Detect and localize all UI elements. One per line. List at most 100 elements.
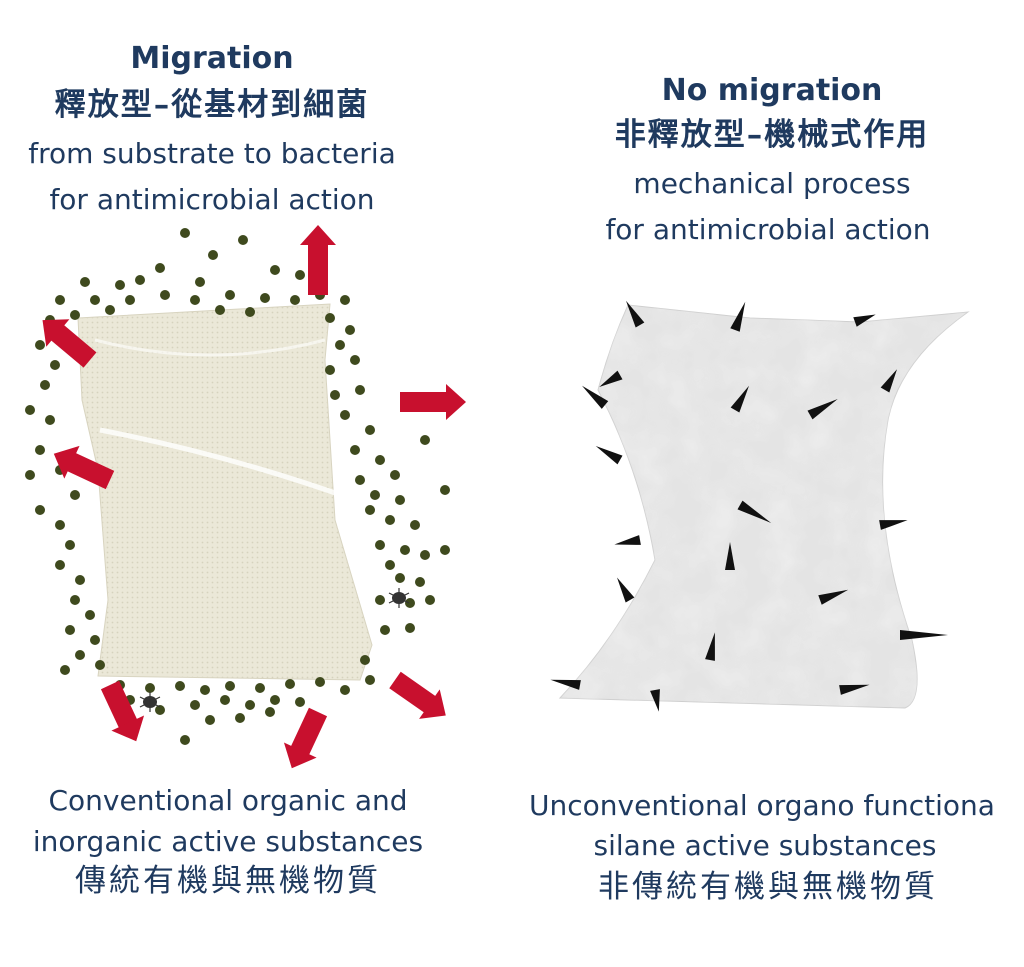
particle-dot xyxy=(295,697,305,707)
particle-dot xyxy=(238,235,248,245)
particle-dot xyxy=(360,655,370,665)
particle-dot xyxy=(60,665,70,675)
particle-dot xyxy=(195,277,205,287)
silane-spike xyxy=(595,446,623,465)
silane-spike xyxy=(839,684,870,695)
particle-dot xyxy=(215,305,225,315)
left-caption-line2: inorganic active substances xyxy=(32,825,424,858)
particle-dot xyxy=(235,713,245,723)
particle-dot xyxy=(355,475,365,485)
particle-dot xyxy=(155,263,165,273)
right-subtitle-line1: mechanical process xyxy=(633,167,911,200)
particle-dot xyxy=(95,660,105,670)
particle-dot xyxy=(365,425,375,435)
particle-dot xyxy=(285,679,295,689)
migration-arrow xyxy=(389,671,446,719)
particle-dot xyxy=(205,715,215,725)
particle-dot xyxy=(55,560,65,570)
particle-dot xyxy=(375,540,385,550)
particle-dot xyxy=(80,277,90,287)
particle-dot xyxy=(135,275,145,285)
silane-spike xyxy=(879,520,908,530)
particle-dot xyxy=(160,290,170,300)
particle-dot xyxy=(35,505,45,515)
particle-dot xyxy=(225,290,235,300)
particle-dot xyxy=(105,305,115,315)
particle-dot xyxy=(225,681,235,691)
right-caption-line2: silane active substances xyxy=(593,829,937,862)
particle-dot xyxy=(70,490,80,500)
particle-dot xyxy=(65,625,75,635)
particle-dot xyxy=(410,520,420,530)
particle-dot xyxy=(380,625,390,635)
particle-dot xyxy=(190,295,200,305)
particle-dot xyxy=(405,623,415,633)
right-caption-line1: Unconventional organo functiona xyxy=(529,789,995,822)
particle-dot xyxy=(70,595,80,605)
particle-dot xyxy=(155,705,165,715)
migration-arrow xyxy=(100,680,145,742)
particle-dot xyxy=(220,695,230,705)
particle-dot xyxy=(245,700,255,710)
silane-spike xyxy=(900,630,948,640)
particle-dot xyxy=(35,445,45,455)
silane-spike xyxy=(853,314,876,327)
left-caption-line1: Conventional organic and xyxy=(48,784,408,817)
particle-dot xyxy=(90,295,100,305)
particle-dot xyxy=(175,681,185,691)
left-fabric xyxy=(77,303,373,681)
particle-dot xyxy=(340,685,350,695)
particle-dot xyxy=(180,735,190,745)
particle-dot xyxy=(40,380,50,390)
particle-dot xyxy=(405,598,415,608)
right-fabric xyxy=(558,304,970,709)
left-subtitle-line2: for antimicrobial action xyxy=(49,183,375,216)
particle-dot xyxy=(50,360,60,370)
particle-dot xyxy=(145,683,155,693)
silane-spikes xyxy=(550,300,948,712)
particle-dot xyxy=(200,685,210,695)
particle-dot xyxy=(55,520,65,530)
particle-dot xyxy=(345,325,355,335)
silane-spike xyxy=(550,679,581,690)
particle-dot xyxy=(255,683,265,693)
particle-dot xyxy=(85,610,95,620)
particle-dot xyxy=(115,280,125,290)
particle-dot xyxy=(385,515,395,525)
particle-dot xyxy=(355,385,365,395)
particle-dot xyxy=(425,595,435,605)
particle-dot xyxy=(180,228,190,238)
migration-arrow xyxy=(53,445,115,490)
particle-dot xyxy=(375,455,385,465)
particle-dot xyxy=(420,435,430,445)
migration-arrows xyxy=(42,225,466,769)
particle-dot xyxy=(265,707,275,717)
particle-dot xyxy=(75,650,85,660)
particle-dot xyxy=(260,293,270,303)
migration-arrow xyxy=(400,384,466,420)
left-title-zh: 釋放型–從基材到細菌 xyxy=(54,87,370,123)
particle-dot xyxy=(395,573,405,583)
particle-dot xyxy=(350,445,360,455)
particle-dot xyxy=(190,700,200,710)
silane-spike xyxy=(730,301,746,332)
silane-spike xyxy=(725,542,735,570)
particle-dot xyxy=(290,295,300,305)
particle-dot xyxy=(385,560,395,570)
silane-spike xyxy=(614,535,641,545)
left-caption-zh: 傳統有機與無機物質 xyxy=(75,863,381,899)
particle-dot xyxy=(245,307,255,317)
particle-dot xyxy=(350,355,360,365)
silane-spike xyxy=(582,385,609,409)
particle-dot xyxy=(390,470,400,480)
particle-dot xyxy=(295,270,305,280)
particle-dot xyxy=(440,485,450,495)
particle-dot xyxy=(25,405,35,415)
active-substance-particles xyxy=(25,228,450,745)
particle-dot xyxy=(90,635,100,645)
silane-spike xyxy=(599,370,623,387)
particle-dot xyxy=(125,295,135,305)
right-caption-zh: 非傳統有機與無機物質 xyxy=(598,869,938,905)
particle-dot xyxy=(315,677,325,687)
